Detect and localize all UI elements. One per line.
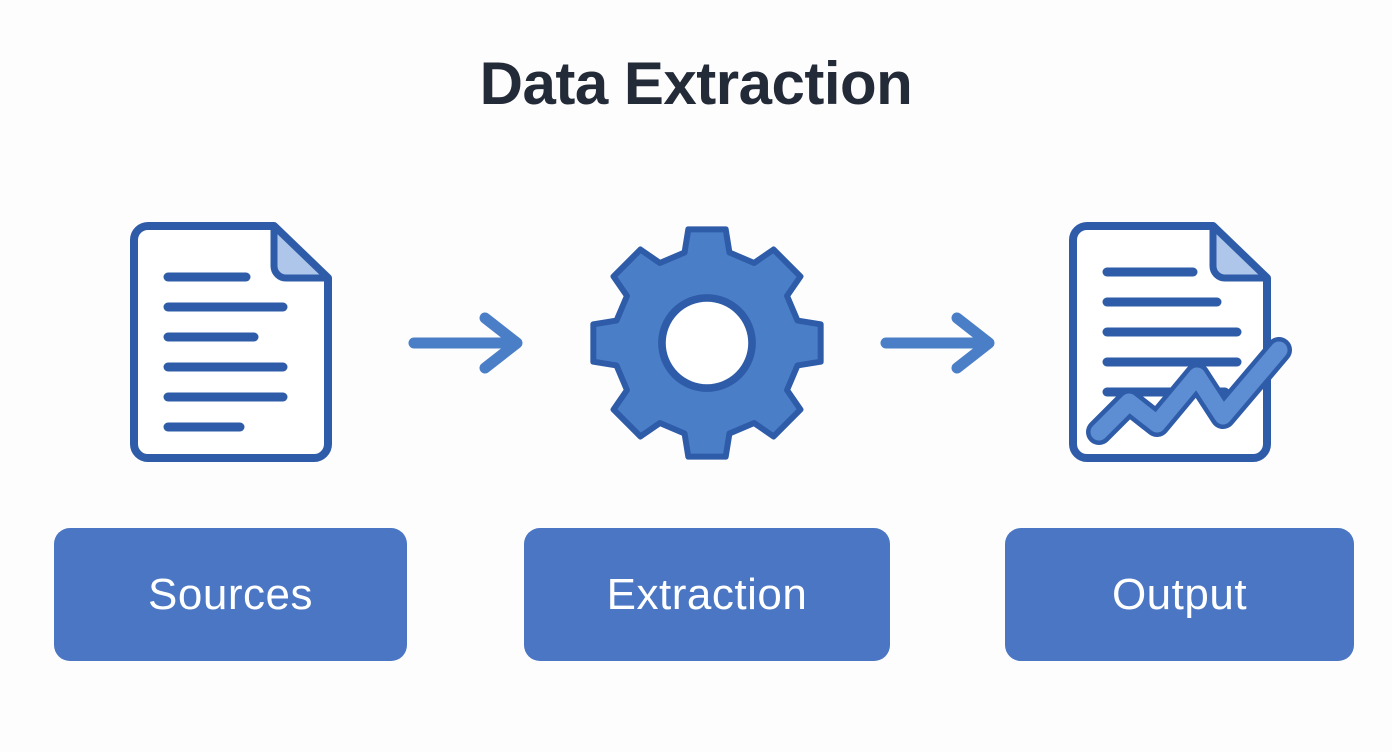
document-lines-icon: [126, 220, 336, 465]
label-row: Sources Extraction Output: [0, 528, 1392, 661]
step-button-label: Output: [1111, 569, 1248, 619]
connector-1: [400, 205, 535, 480]
step-button-sources[interactable]: Sources: [54, 528, 407, 661]
connector-2: [872, 205, 1007, 480]
page-title: Data Extraction: [479, 50, 913, 117]
document-chart-icon: [1065, 220, 1295, 465]
arrow-right-icon: [407, 312, 529, 374]
icon-row: [0, 205, 1392, 480]
step-1-icon-slot: [54, 205, 407, 480]
step-button-extraction[interactable]: Extraction: [524, 528, 890, 661]
gear-icon: [590, 222, 824, 464]
step-button-label: Sources: [148, 569, 313, 619]
step-button-output[interactable]: Output: [1005, 528, 1354, 661]
step-3-icon-slot: [1005, 205, 1354, 480]
step-2-icon-slot: [524, 205, 890, 480]
arrow-right-icon: [879, 312, 1001, 374]
step-button-label: Extraction: [606, 569, 808, 619]
